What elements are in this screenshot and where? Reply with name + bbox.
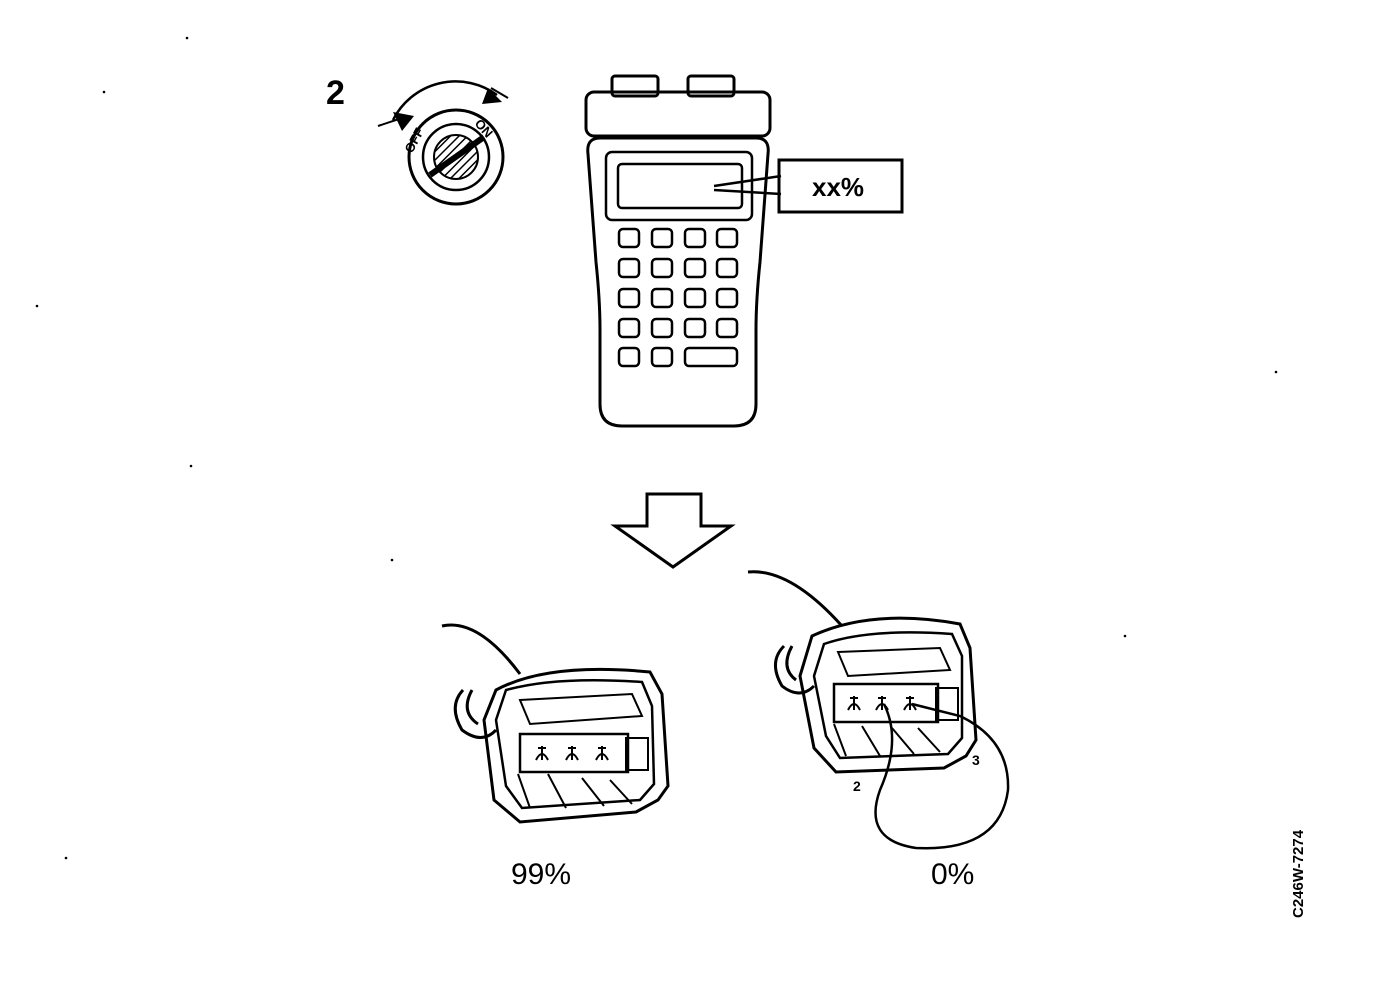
ignition-on-label: ON [472, 116, 496, 141]
figure-code: C246W-7274 [1290, 829, 1307, 918]
ignition-key-switch-icon: OFF ON [377, 80, 509, 206]
tester-display-callout: xx% [812, 172, 865, 202]
open-connector-percent: 99% [511, 858, 572, 891]
step-number: 2 [326, 74, 345, 112]
down-arrow-icon [610, 492, 736, 569]
connector-pin-label-2: 2 [853, 778, 861, 794]
connector-jumpered-icon [747, 570, 1010, 850]
handheld-diagnostic-tester-icon [584, 74, 904, 428]
connector-open-icon [441, 623, 670, 824]
jumpered-connector-percent: 0% [931, 858, 975, 891]
background-specks [35, 36, 1278, 860]
connector-pin-label-3: 3 [972, 752, 980, 768]
